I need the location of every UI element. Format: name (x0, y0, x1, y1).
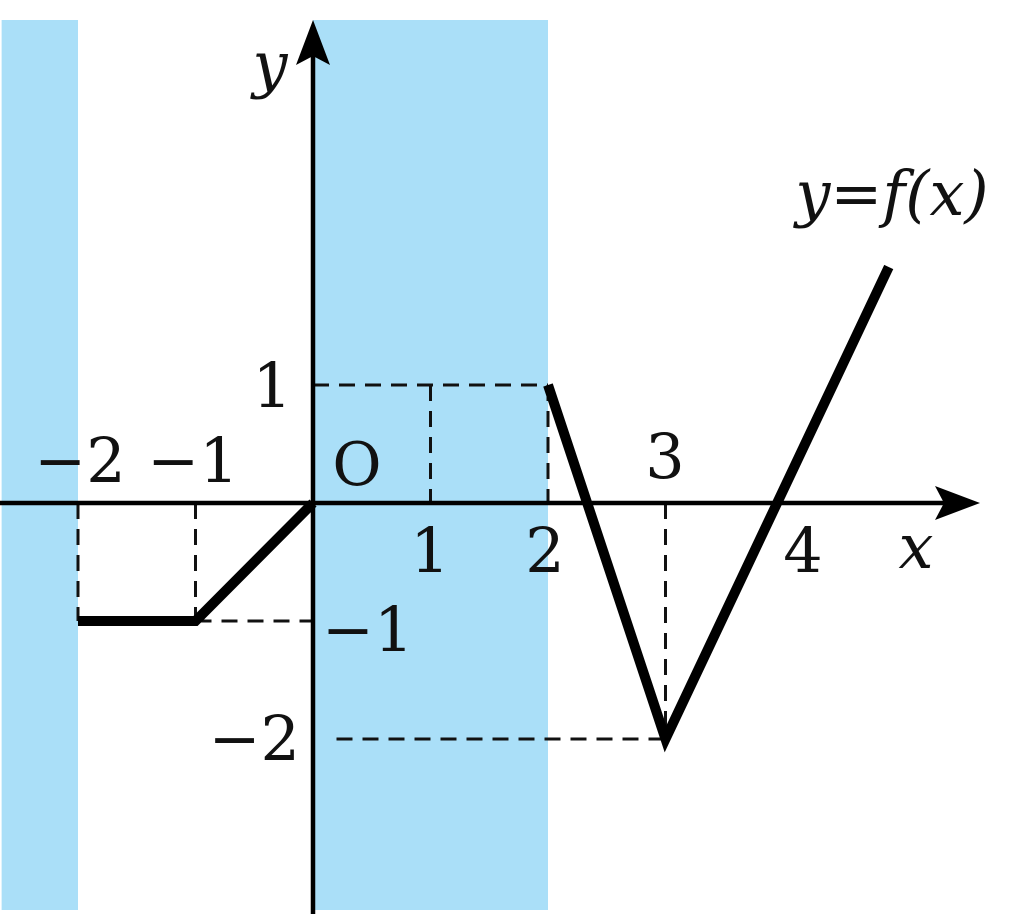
curve-segment-2 (543, 264, 894, 753)
y-axis-arrowhead (296, 20, 330, 65)
axis-label-y: y (249, 28, 288, 101)
axes (0, 20, 980, 914)
shaded-region-1 (1, 20, 78, 910)
labels: y x O y=f(x) (249, 28, 988, 583)
y-tick-label: −1 (322, 593, 413, 666)
curve-label: y=f(x) (792, 157, 988, 230)
x-tick-label: 4 (783, 514, 822, 587)
x-axis-arrowhead (935, 486, 980, 520)
x-tick-label: 2 (525, 514, 564, 587)
x-tick-label: −1 (147, 424, 238, 497)
x-tick-label: −2 (34, 424, 125, 497)
y-tick-label: 1 (253, 349, 292, 422)
y-tick-label: −2 (209, 702, 300, 775)
x-tick-label: 3 (645, 420, 684, 493)
function-curve (78, 264, 894, 753)
axis-label-x: x (899, 510, 934, 583)
x-tick-label: 1 (410, 514, 449, 587)
curve-segment-1 (78, 499, 317, 626)
origin-label: O (332, 430, 381, 500)
dashed-guides (76, 383, 667, 741)
